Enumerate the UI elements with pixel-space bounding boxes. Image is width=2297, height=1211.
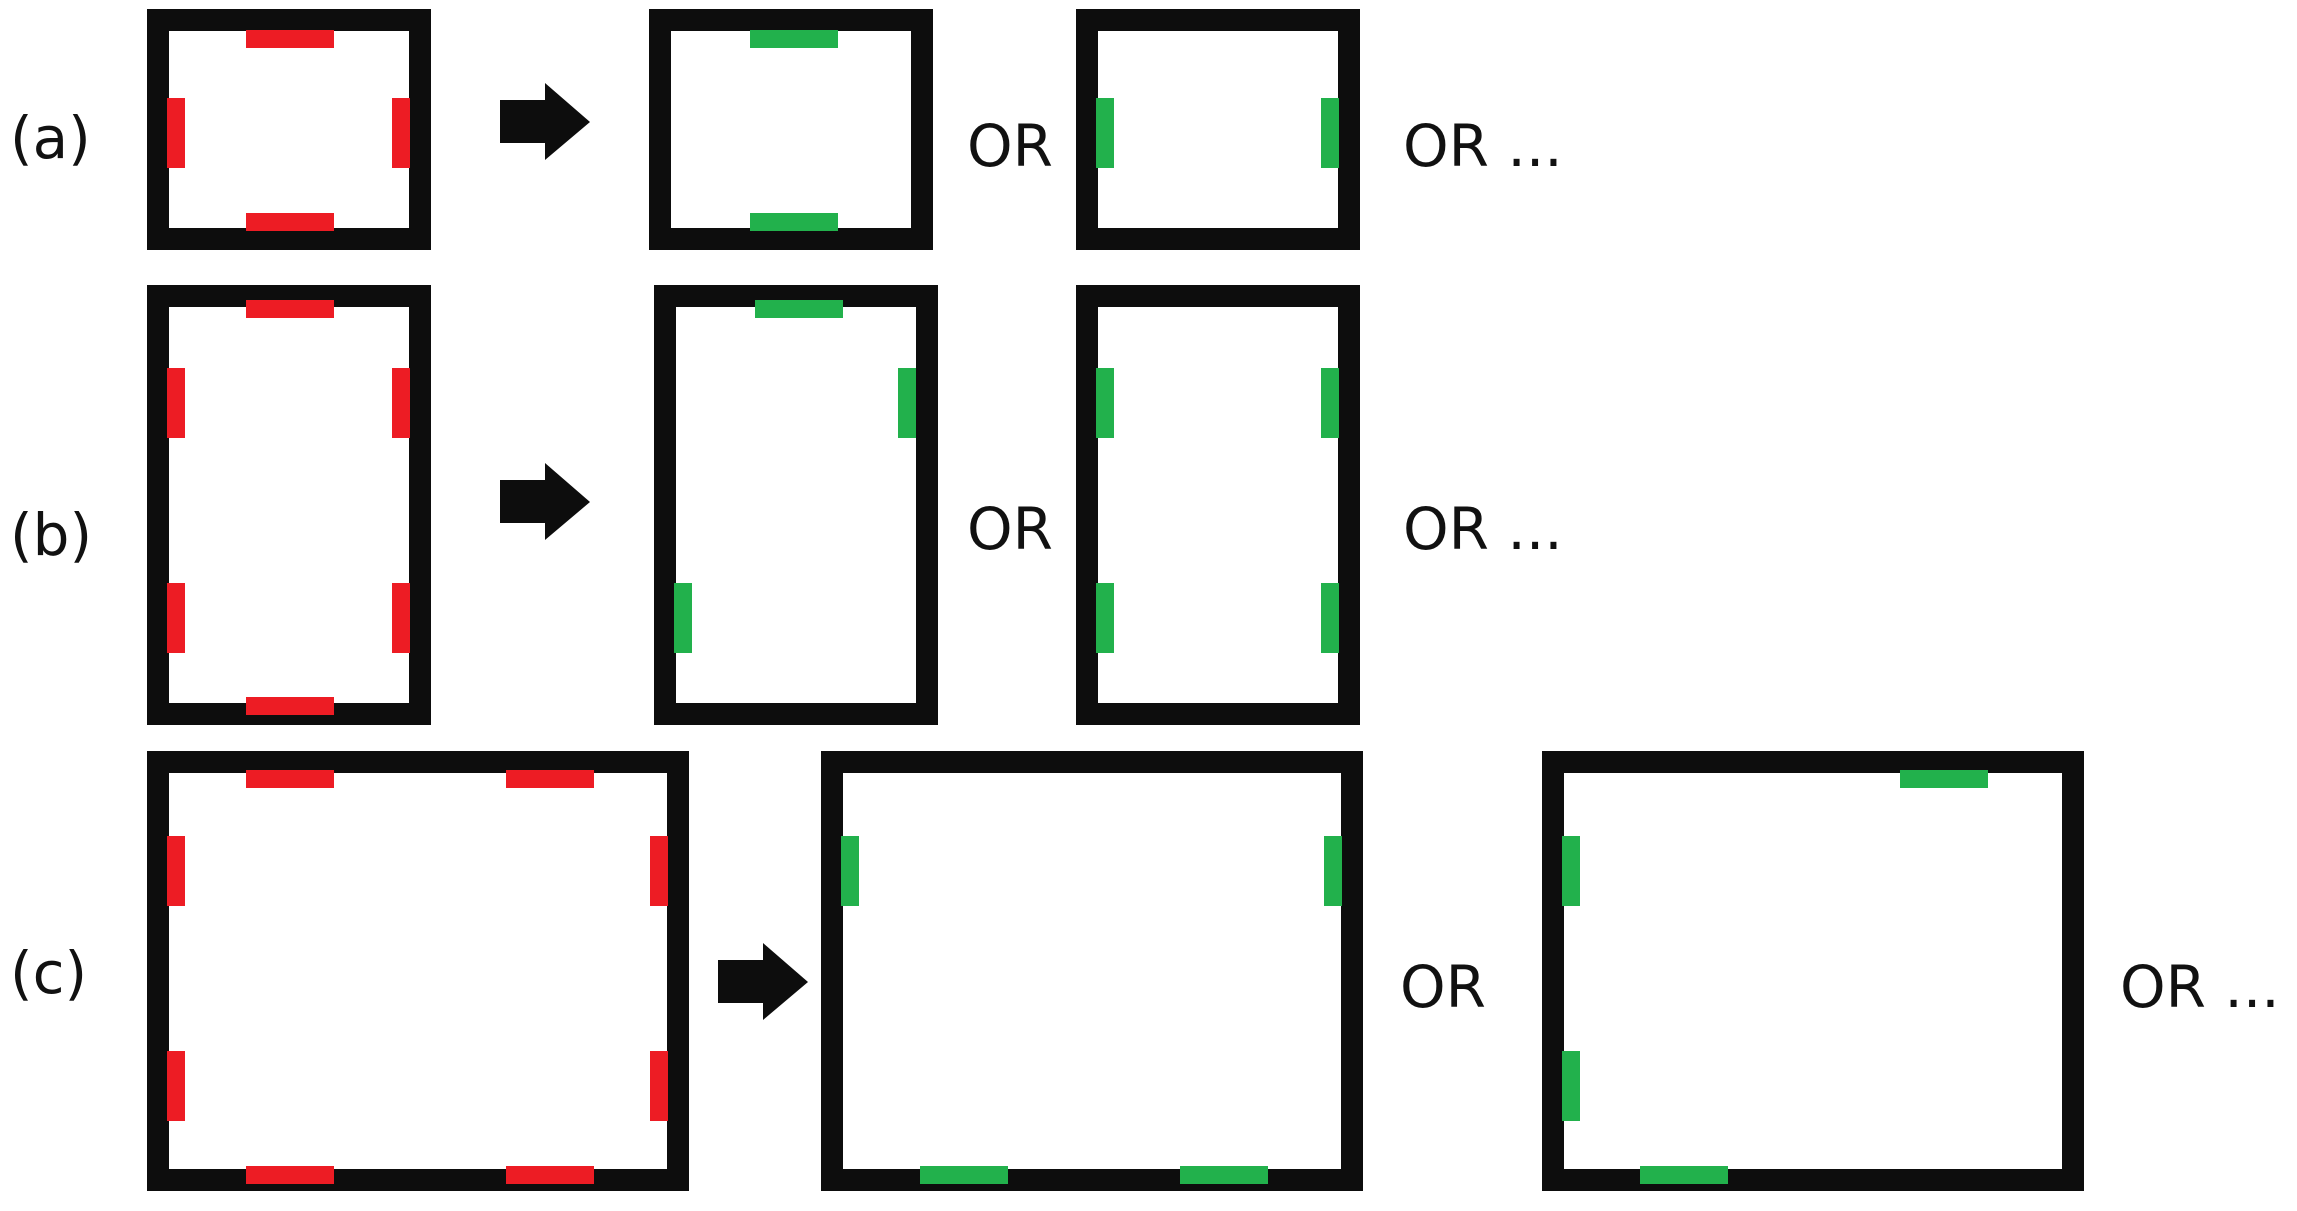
frame-c-result-2 (1542, 751, 2084, 1191)
marker-a-initial-left (167, 98, 185, 168)
marker-b-initial-bottom (246, 697, 334, 715)
marker-a-result1-top (750, 30, 838, 48)
marker-a-result1-bottom (750, 213, 838, 231)
or-label-a-1: OR (967, 112, 1053, 180)
marker-c-initial-bottom-left (246, 1166, 334, 1184)
row-label-b: (b) (10, 501, 92, 569)
arrow-icon (718, 943, 808, 1020)
arrows (500, 83, 808, 1020)
frame-c-initial (147, 751, 689, 1191)
marker-c-result1-left-upper (841, 836, 859, 906)
frame-b-result-2 (1076, 285, 1360, 725)
or-label-c-2: OR ... (2120, 953, 2280, 1021)
marker-b-result2-right-lower (1321, 583, 1339, 653)
row-label-a: (a) (10, 104, 91, 172)
marker-c-result2-left-lower (1562, 1051, 1580, 1121)
frame-a-initial (147, 9, 431, 250)
or-label-b-1: OR (967, 495, 1053, 563)
marker-c-initial-top-left (246, 770, 334, 788)
marker-b-initial-left-upper (167, 368, 185, 438)
or-label-c-1: OR (1400, 953, 1486, 1021)
marker-a-result2-right (1321, 98, 1339, 168)
marker-b-initial-right-upper (392, 368, 410, 438)
marker-c-initial-left-lower (167, 1051, 185, 1121)
marker-c-result1-right-upper (1324, 836, 1342, 906)
marker-b-initial-top (246, 300, 334, 318)
marker-b-result1-right-upper (898, 368, 916, 438)
marker-c-result2-left-upper (1562, 836, 1580, 906)
marker-a-result2-left (1096, 98, 1114, 168)
marker-c-initial-left-upper (167, 836, 185, 906)
marker-a-initial-top (246, 30, 334, 48)
marker-b-result2-right-upper (1321, 368, 1339, 438)
arrow-icon (500, 463, 590, 540)
marker-c-initial-right-upper (650, 836, 668, 906)
marker-b-result1-top (755, 300, 843, 318)
frame-a-result-2 (1076, 9, 1360, 250)
or-label-b-2: OR ... (1403, 495, 1563, 563)
marker-b-result2-left-upper (1096, 368, 1114, 438)
or-label-a-2: OR ... (1403, 112, 1563, 180)
marker-c-initial-top-right (506, 770, 594, 788)
marker-b-initial-right-lower (392, 583, 410, 653)
marker-b-result2-left-lower (1096, 583, 1114, 653)
row-label-c: (c) (10, 939, 87, 1007)
marker-c-result2-top-right (1900, 770, 1988, 788)
frame-b-result-1 (654, 285, 938, 725)
frame-a-result-1 (649, 9, 933, 250)
marker-a-initial-right (392, 98, 410, 168)
marker-b-initial-left-lower (167, 583, 185, 653)
initial-markers (167, 30, 668, 1184)
marker-c-initial-bottom-right (506, 1166, 594, 1184)
marker-c-result1-bottom-left (920, 1166, 1008, 1184)
frame-c-result-1 (821, 751, 1363, 1191)
result-markers (674, 30, 1988, 1184)
marker-a-initial-bottom (246, 213, 334, 231)
marker-c-initial-right-lower (650, 1051, 668, 1121)
marker-c-result2-bottom-left (1640, 1166, 1728, 1184)
marker-c-result1-bottom-right (1180, 1166, 1268, 1184)
frame-b-initial (147, 285, 431, 725)
marker-b-result1-left-lower (674, 583, 692, 653)
frames (147, 9, 2084, 1191)
arrow-icon (500, 83, 590, 160)
